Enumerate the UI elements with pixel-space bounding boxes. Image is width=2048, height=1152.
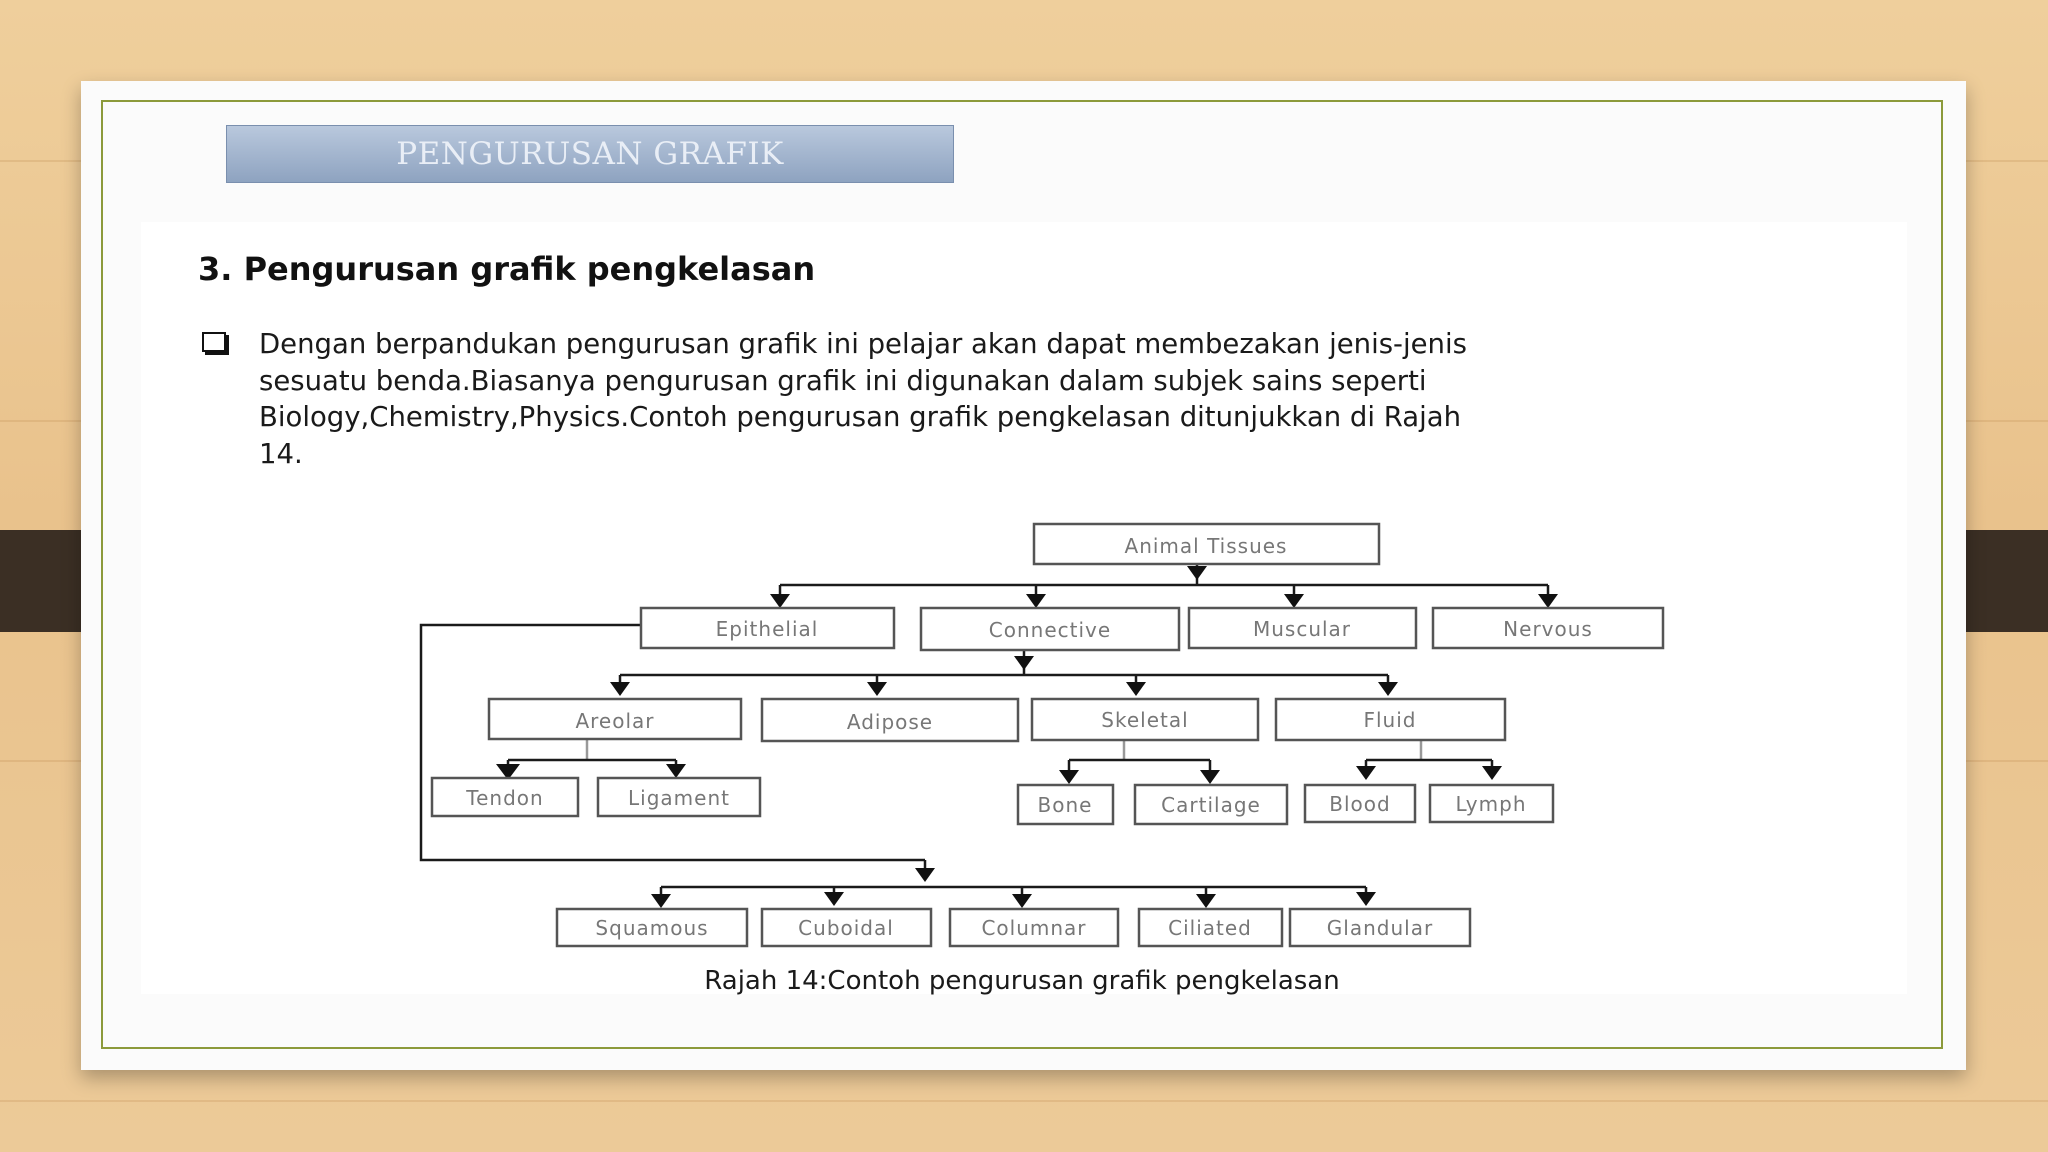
slide-frame (101, 100, 1943, 1049)
node-tendon: Tendon (430, 776, 580, 818)
node-ligament: Ligament (596, 776, 762, 818)
svg-text:Squamous: Squamous (595, 916, 708, 940)
svg-text:Ciliated: Ciliated (1168, 916, 1252, 940)
figure-caption: Rajah 14:Contoh pengurusan grafik pengke… (704, 966, 1340, 996)
node-squamous: Squamous (555, 907, 749, 948)
node-areolar: Areolar (487, 697, 743, 741)
node-root: Animal Tissues (1032, 522, 1381, 566)
svg-text:Columnar: Columnar (981, 916, 1086, 940)
slide-title-bar: PENGURUSAN GRAFIK (226, 125, 954, 183)
svg-text:Ligament: Ligament (628, 786, 730, 810)
svg-text:Nervous: Nervous (1503, 617, 1593, 641)
svg-text:Muscular: Muscular (1253, 617, 1351, 641)
svg-text:Skeletal: Skeletal (1101, 708, 1188, 732)
svg-text:Lymph: Lymph (1456, 792, 1527, 816)
svg-text:Bone: Bone (1038, 793, 1093, 817)
checkbox-bullet-icon (202, 332, 226, 352)
node-connective: Connective (919, 606, 1181, 652)
node-glandular: Glandular (1288, 907, 1472, 948)
node-cuboidal: Cuboidal (760, 907, 933, 948)
node-lymph: Lymph (1428, 783, 1555, 824)
svg-text:Blood: Blood (1329, 792, 1390, 816)
node-skeletal: Skeletal (1030, 697, 1260, 742)
slide-title: PENGURUSAN GRAFIK (396, 136, 784, 172)
node-nervous: Nervous (1431, 606, 1665, 650)
svg-text:Epithelial: Epithelial (716, 617, 819, 641)
svg-text:Animal Tissues: Animal Tissues (1125, 534, 1288, 558)
svg-text:Tendon: Tendon (465, 786, 543, 810)
section-heading: 3. Pengurusan grafik pengkelasan (198, 250, 816, 288)
node-ciliated: Ciliated (1137, 907, 1284, 948)
paragraph-line: 14. (259, 437, 303, 470)
svg-text:Adipose: Adipose (847, 710, 933, 734)
paragraph-line: Biology,Chemistry,Physics.Contoh penguru… (259, 401, 1462, 433)
node-fluid: Fluid (1274, 697, 1507, 742)
svg-text:Connective: Connective (989, 618, 1111, 642)
node-columnar: Columnar (948, 907, 1120, 948)
diagram-arrows (496, 566, 1558, 908)
svg-text:Cartilage: Cartilage (1161, 793, 1261, 817)
svg-text:Cuboidal: Cuboidal (798, 916, 894, 940)
node-epithelial: Epithelial (639, 606, 896, 650)
svg-text:Glandular: Glandular (1327, 916, 1433, 940)
node-blood: Blood (1303, 783, 1417, 824)
paragraph: Dengan berpandukan pengurusan grafik ini… (259, 326, 1819, 472)
svg-text:Fluid: Fluid (1364, 708, 1417, 732)
node-adipose: Adipose (760, 697, 1020, 743)
paragraph-line: sesuatu benda.Biasanya pengurusan grafik… (259, 364, 1427, 397)
node-cartilage: Cartilage (1133, 783, 1289, 826)
paragraph-line: Dengan berpandukan pengurusan grafik ini… (259, 328, 1467, 360)
diagram-edges (419, 564, 1550, 898)
node-muscular: Muscular (1187, 606, 1418, 650)
node-bone: Bone (1016, 783, 1115, 826)
svg-text:Areolar: Areolar (575, 709, 654, 733)
